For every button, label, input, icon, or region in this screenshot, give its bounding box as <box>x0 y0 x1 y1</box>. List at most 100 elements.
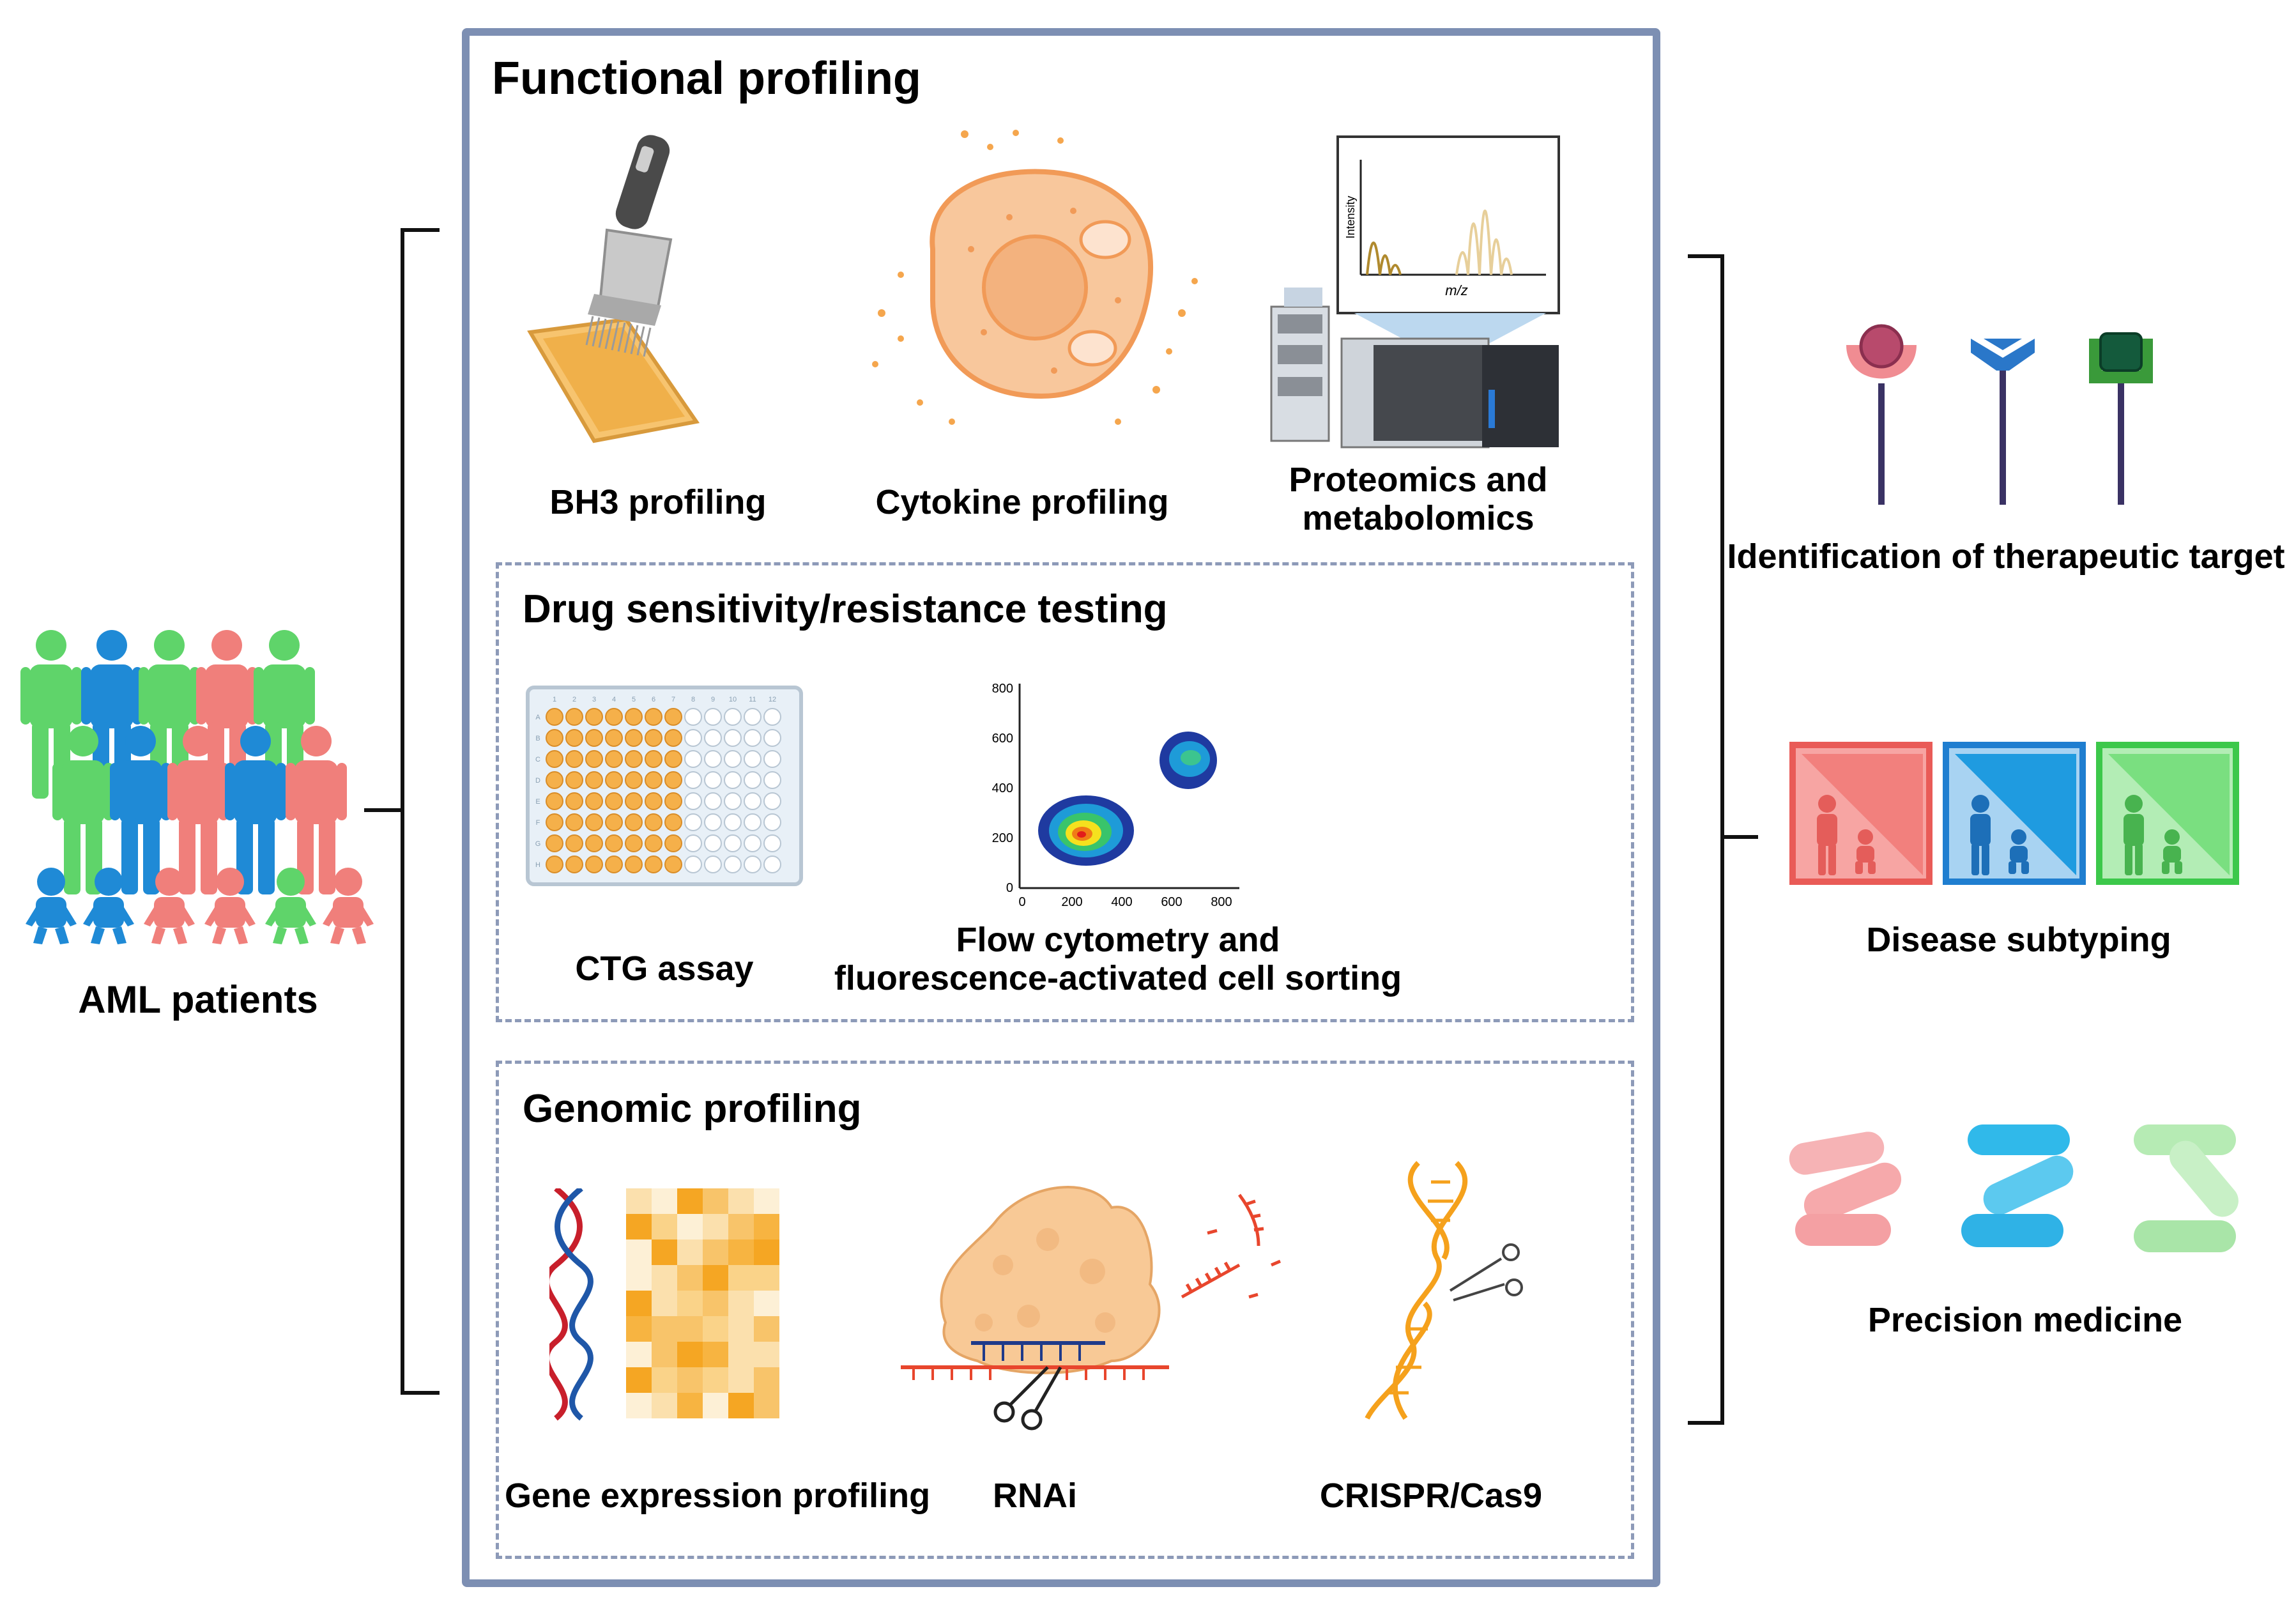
plate-row-label: A <box>535 714 540 721</box>
heatmap-cell <box>677 1342 703 1367</box>
heatmap-cell <box>728 1316 754 1342</box>
plate-well <box>565 750 583 768</box>
plate-well <box>724 856 742 873</box>
disease-subtyping-illustration <box>1789 742 2239 885</box>
heatmap-cell <box>754 1367 779 1393</box>
plate-well <box>585 834 603 852</box>
gene-expression-label: Gene expression profiling <box>505 1477 931 1515</box>
crispr-label: CRISPR/Cas9 <box>1319 1477 1543 1515</box>
subtype-green-icon <box>2096 742 2239 885</box>
plate-well <box>724 729 742 747</box>
plate-well <box>546 856 563 873</box>
therapeutic-target-label: Identification of therapeutic target <box>1727 537 2285 576</box>
flow-cytometry-label-line1: Flow cytometry and <box>956 921 1280 959</box>
plate-well <box>724 771 742 789</box>
plate-well <box>645 792 662 810</box>
plate-well <box>605 750 623 768</box>
heatmap-cell <box>626 1393 652 1418</box>
plate-well <box>645 856 662 873</box>
heatmap-cell <box>754 1291 779 1316</box>
plate-well <box>625 729 643 747</box>
flow-y-tick: 200 <box>992 831 1013 845</box>
heatmap-cell <box>703 1367 728 1393</box>
plate-col-label: 1 <box>553 696 556 703</box>
patients-group-illustration <box>20 630 374 944</box>
heatmap-cell <box>626 1188 652 1214</box>
heatmap-cell <box>754 1239 779 1265</box>
plate-well <box>625 771 643 789</box>
plate-well <box>605 813 623 831</box>
plate-well <box>763 834 781 852</box>
flow-y-tick: 0 <box>1006 881 1013 895</box>
precision-medicine-capsules-illustration <box>1789 1124 2239 1252</box>
plate-well <box>664 729 682 747</box>
heatmap-cell <box>652 1291 677 1316</box>
plate-well <box>704 813 722 831</box>
ctg-assay-label: CTG assay <box>575 949 754 988</box>
capsules-red-icon <box>1789 1132 1902 1246</box>
heatmap-cell <box>677 1239 703 1265</box>
heatmap-cell <box>652 1342 677 1367</box>
plate-col-label: 11 <box>749 696 756 703</box>
plate-well <box>664 856 682 873</box>
heatmap-cell <box>754 1188 779 1214</box>
therapeutic-target-receptors-illustration <box>1846 324 2153 505</box>
plate-well <box>585 708 603 726</box>
plate-well <box>664 771 682 789</box>
heatmap-cell <box>728 1265 754 1291</box>
heatmap-cell <box>652 1316 677 1342</box>
plate-well <box>704 708 722 726</box>
precision-medicine-label: Precision medicine <box>1867 1301 2183 1339</box>
subtype-blue-icon <box>1943 742 2086 885</box>
heatmap-cell <box>703 1239 728 1265</box>
plate-well <box>565 708 583 726</box>
capsules-green-icon <box>2134 1124 2239 1252</box>
plate-well <box>684 771 702 789</box>
plate-row-label: E <box>535 798 540 806</box>
plate-well <box>625 813 643 831</box>
plate-well <box>585 750 603 768</box>
plate-col-label: 6 <box>652 696 655 703</box>
multichannel-pipette-plate-illustration <box>527 135 700 443</box>
heatmap-cell <box>728 1214 754 1239</box>
plate-well <box>585 771 603 789</box>
plate-well <box>704 792 722 810</box>
plate-well <box>546 813 563 831</box>
drug-sensitivity-title: Drug sensitivity/resistance testing <box>523 587 1168 631</box>
heatmap-cell <box>703 1342 728 1367</box>
plate-well <box>605 792 623 810</box>
proteomics-label-line1: Proteomics and <box>1289 461 1548 499</box>
rnai-label: RNAi <box>993 1477 1077 1515</box>
plate-well <box>565 729 583 747</box>
heatmap-cell <box>728 1239 754 1265</box>
plate-row-label: C <box>535 756 540 763</box>
heatmap-cell <box>754 1214 779 1239</box>
plate-well <box>744 813 762 831</box>
plate-well <box>546 750 563 768</box>
plate-well <box>763 708 781 726</box>
plate-well <box>704 856 722 873</box>
flow-cytometry-label-line2: fluorescence-activated cell sorting <box>834 959 1402 997</box>
plate-row-label: F <box>536 819 540 827</box>
plate-well <box>744 771 762 789</box>
disease-subtyping-label: Disease subtyping <box>1866 921 2171 959</box>
proteomics-label-line2: metabolomics <box>1302 499 1534 537</box>
plate-well <box>546 792 563 810</box>
plate-well <box>605 729 623 747</box>
plate-well <box>625 856 643 873</box>
plate-well <box>565 792 583 810</box>
heatmap-cell <box>652 1188 677 1214</box>
plate-well <box>625 708 643 726</box>
plate-col-label: 8 <box>691 696 695 703</box>
heatmap-cell <box>626 1239 652 1265</box>
crispr-dna-illustration <box>1365 1161 1523 1420</box>
heatmap-cell <box>626 1291 652 1316</box>
plate-col-label: 3 <box>592 696 596 703</box>
heatmap-cell <box>703 1214 728 1239</box>
heatmap-cell <box>626 1342 652 1367</box>
flow-x-tick: 600 <box>1161 895 1182 909</box>
plate-col-label: 4 <box>612 696 616 703</box>
plate-well <box>763 750 781 768</box>
heatmap-cell <box>677 1188 703 1214</box>
